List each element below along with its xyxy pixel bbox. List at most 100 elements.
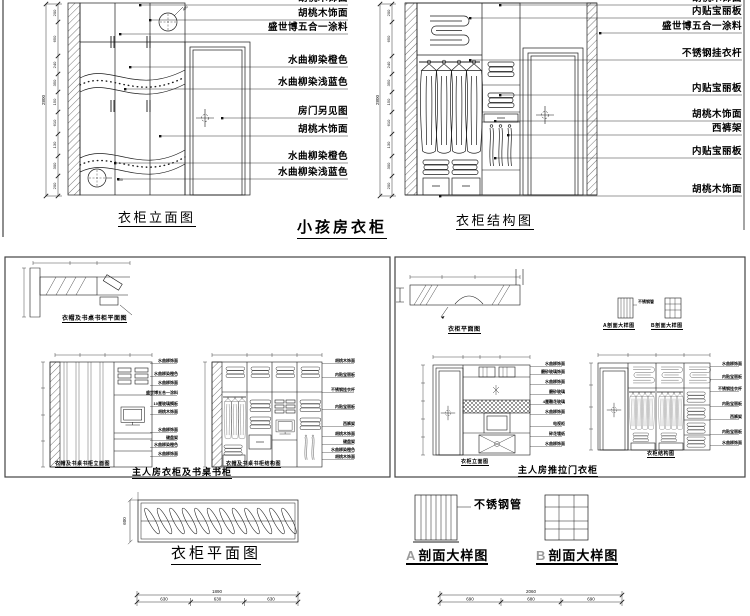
- svg-text:150: 150: [52, 98, 57, 105]
- material-note: 水曲柳染橙色: [287, 55, 348, 66]
- svg-text:350: 350: [52, 79, 57, 86]
- svg-text:650: 650: [386, 35, 391, 42]
- dim-total: 1890: [212, 589, 223, 594]
- svg-text:200: 200: [386, 9, 391, 16]
- material-note: 水曲柳饰面: [545, 441, 565, 446]
- material-note: 水曲柳饰面: [545, 379, 565, 384]
- master-room-panels: [4, 256, 746, 478]
- children-room-wardrobe-drawings: 2800 200 650 240 350 150 610 130 300 200…: [2, 0, 745, 237]
- detail-b-letter: B: [536, 548, 547, 563]
- dim-seg: 630: [160, 597, 168, 602]
- material-note: 盛世博五合一涂料: [267, 22, 348, 33]
- material-note: 水曲柳染橙色: [287, 151, 348, 162]
- panel-title-master-desk: 主人房衣柜及书桌书柜: [132, 467, 233, 479]
- material-note: 胡桃木饰面: [335, 358, 355, 363]
- svg-text:130: 130: [52, 141, 57, 148]
- material-note: 水曲柳染浅蓝色: [277, 167, 348, 178]
- svg-text:350: 350: [386, 79, 391, 86]
- elevation-label: 衣柜立面图: [461, 459, 489, 466]
- material-note: 磨砂玻璃: [549, 389, 565, 394]
- material-note: 键盘架: [343, 439, 355, 444]
- structure-label: 衣柜结构图: [647, 451, 675, 458]
- pipe-note: 不锈钢管: [474, 499, 522, 511]
- material-note: 胡桃木饰面: [691, 109, 742, 120]
- svg-text:200: 200: [386, 182, 391, 189]
- material-note: 内贴宝丽板: [691, 6, 742, 17]
- material-note: 盛世博五合一涂料: [146, 390, 178, 395]
- dim-seg: 690: [466, 597, 474, 602]
- structure-label: 衣帽及书桌书柜结构图: [226, 461, 282, 468]
- material-note: 胡桃木饰面: [298, 0, 348, 4]
- material-note: 水曲柳染橙色: [331, 447, 355, 452]
- material-note: 内贴宝丽板: [722, 401, 742, 406]
- material-note: 不锈钢挂衣杆: [681, 48, 742, 59]
- svg-text:150: 150: [386, 98, 391, 105]
- material-note: 胡桃木饰面: [692, 0, 742, 4]
- material-note: 键盘架: [166, 435, 178, 440]
- dim-seg: 690: [587, 597, 595, 602]
- material-note: 水曲柳染浅蓝色: [277, 77, 348, 88]
- material-note: 胡桃木饰面: [335, 431, 355, 436]
- material-note: 内贴宝丽板: [691, 83, 742, 94]
- material-note: 房门另见图: [297, 106, 348, 117]
- elevation-label: 衣帽及书桌书柜立面图: [55, 461, 111, 468]
- detail-tag: 400: [182, 5, 189, 12]
- drawing-title-structure: 衣柜结构图: [456, 213, 534, 230]
- svg-text:610: 610: [52, 119, 57, 126]
- material-note: 水曲柳饰面: [158, 451, 178, 456]
- material-note: 西裤架: [711, 123, 742, 134]
- material-note: 内贴宝丽板: [722, 374, 742, 379]
- svg-text:650: 650: [52, 35, 57, 42]
- material-note: 胡桃木饰面: [335, 454, 355, 459]
- material-note: 胡桃木饰面: [158, 409, 178, 414]
- plan-label: 衣帽及书桌书柜平面图: [62, 316, 128, 323]
- material-note: 胡桃木饰面: [691, 184, 742, 195]
- plan-label: 衣柜平面图: [448, 327, 481, 334]
- material-note: 内贴宝丽板: [335, 404, 355, 409]
- detail-tag: 400: [117, 178, 123, 182]
- detail-a-letter: A: [406, 548, 417, 563]
- material-note: 水曲柳染橙色: [154, 371, 178, 376]
- svg-text:240: 240: [52, 61, 57, 68]
- material-note: 4厘雕花玻璃: [542, 399, 565, 404]
- dim-seg: 630: [214, 597, 222, 602]
- svg-text:200: 200: [52, 9, 57, 16]
- material-note: 水曲柳饰面: [158, 427, 178, 432]
- svg-text:240: 240: [386, 61, 391, 68]
- material-note: 西裤架: [730, 414, 742, 419]
- sheet-title-children-room: 小孩房衣柜: [297, 221, 388, 239]
- material-note: 内贴宝丽板: [722, 429, 742, 434]
- svg-text:130: 130: [386, 141, 391, 148]
- material-note: 水曲柳饰面: [722, 361, 742, 366]
- material-note: 内贴宝丽板: [691, 146, 742, 157]
- material-note: 胡桃木饰面: [297, 8, 348, 19]
- plan-depth-dim: 600: [122, 517, 127, 525]
- material-note: 磨砂玻璃饰面: [541, 369, 565, 374]
- material-note: 水曲柳饰面: [545, 361, 565, 366]
- material-note: 碎花墙纸: [549, 431, 565, 436]
- material-note: 水曲柳饰面: [722, 440, 742, 445]
- material-note: 水曲柳饰面: [158, 380, 178, 385]
- svg-text:300: 300: [52, 162, 57, 169]
- material-note: 西裤架: [343, 421, 355, 426]
- overall-dim: 2800: [41, 94, 46, 105]
- dim-seg: 630: [267, 597, 275, 602]
- detail-b-label: B剖面大样图: [651, 323, 683, 330]
- panel-title-master-sliding: 主人房推拉门衣柜: [518, 465, 599, 477]
- material-note: 不锈钢挂衣杆: [331, 387, 355, 392]
- bottom-plan-and-details: 600 1890 630 630 630 2060 690 680 690: [122, 492, 625, 606]
- material-note: 水曲柳染橙色: [154, 442, 178, 447]
- material-note: 电视柜: [553, 421, 565, 426]
- dim-seg: 680: [527, 597, 535, 602]
- material-note: 10厘玻璃搁板: [153, 401, 178, 406]
- material-note: 盛世博五合一涂料: [661, 21, 742, 32]
- svg-text:300: 300: [386, 162, 391, 169]
- material-note: 水曲柳饰面: [545, 409, 565, 414]
- svg-text:610: 610: [386, 119, 391, 126]
- overall-dim: 2800: [375, 94, 380, 105]
- svg-text:200: 200: [52, 182, 57, 189]
- dim-total: 2060: [526, 589, 537, 594]
- material-note: 水曲柳饰面: [158, 358, 178, 363]
